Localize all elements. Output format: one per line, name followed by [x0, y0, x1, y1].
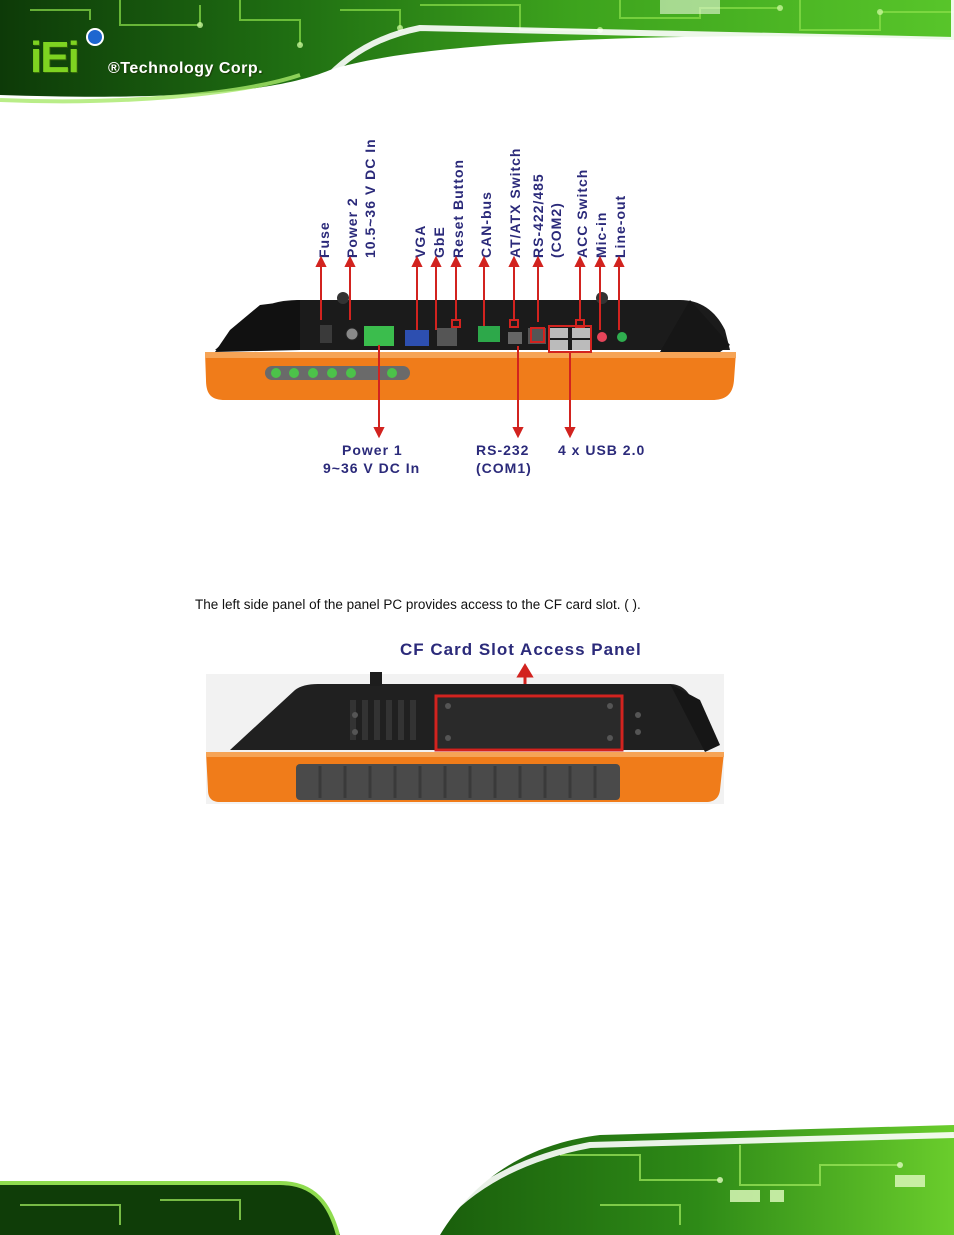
logo-dot-icon: [86, 28, 104, 46]
left-side-panel-illustration: [206, 663, 724, 804]
company-name: ®Technology Corp.: [108, 60, 264, 77]
label-power1: Power 1: [342, 442, 403, 458]
cf-card-slot-title: CF Card Slot Access Panel: [400, 640, 642, 659]
body-paragraph: The left side panel of the panel PC prov…: [195, 597, 641, 612]
header-circuit-graphic: [0, 0, 954, 112]
label-com1: (COM1): [476, 460, 532, 476]
label-rs232: RS-232: [476, 442, 530, 458]
label-usb: 4 x USB 2.0: [558, 442, 646, 458]
logo-letters: iEi: [30, 33, 80, 82]
footer-circuit-graphic: [0, 1125, 954, 1235]
figure-rear-panel: Fuse Power 2 10.5~36 V DC In VGA GbE Res…: [0, 0, 954, 560]
footer-band: [0, 1125, 954, 1235]
label-power1-voltage: 9~36 V DC In: [323, 460, 421, 476]
logo: iEi: [30, 30, 90, 80]
rear-panel-illustration: [205, 255, 736, 439]
header-band: iEi ®Technology Corp.: [0, 0, 954, 120]
